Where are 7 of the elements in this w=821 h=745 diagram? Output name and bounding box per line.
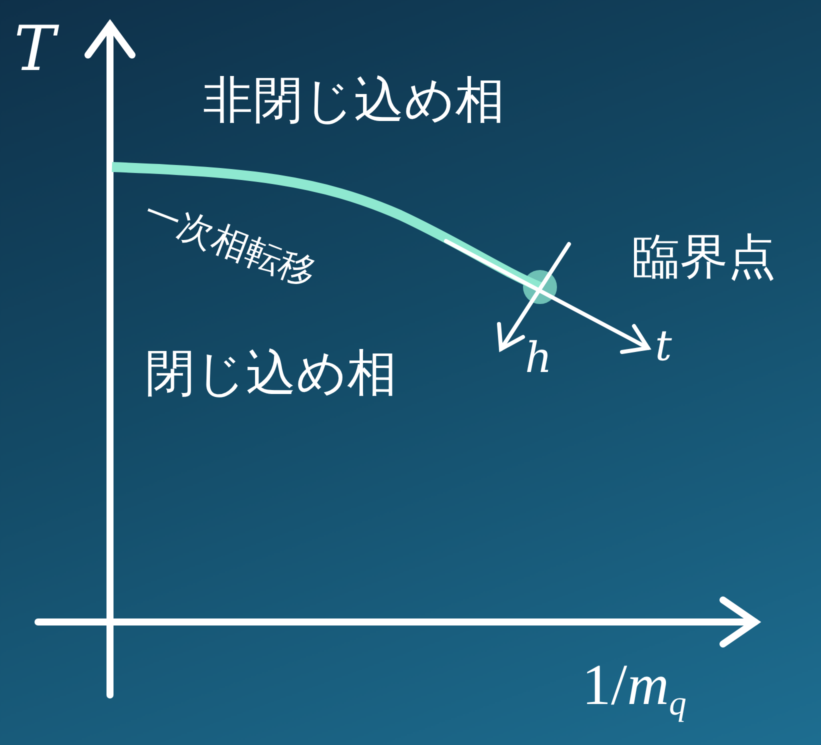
axis-label: 1/m$_{q}$ [582, 656, 686, 722]
point-label: 臨界点 [632, 233, 776, 281]
region-label: 非閉じ込め相 [203, 75, 505, 125]
region-label: 閉じ込め相 [145, 348, 397, 398]
curve-label: 一次相転移 [139, 195, 320, 294]
direction-label: t [655, 325, 672, 367]
direction-label: h [525, 337, 552, 379]
